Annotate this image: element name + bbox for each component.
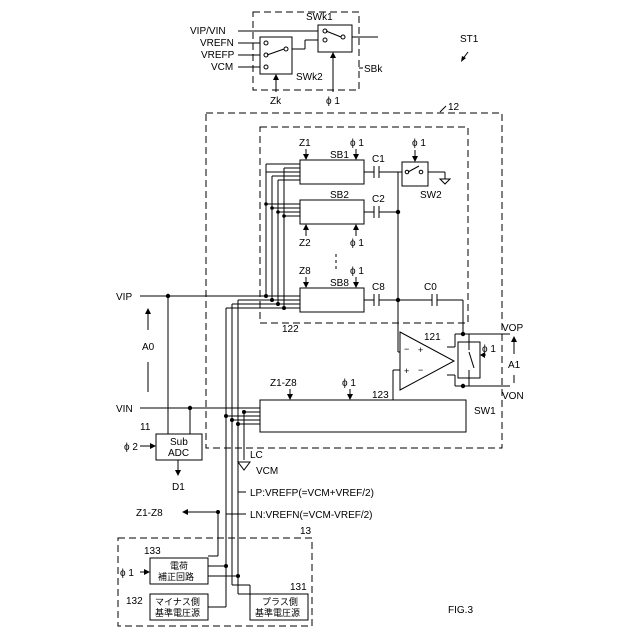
opamp-plus-top: + <box>418 345 423 355</box>
block13-label: 13 <box>300 526 312 537</box>
b132-line2: 基準電圧源 <box>155 607 200 618</box>
c2-label: C2 <box>372 194 385 205</box>
opamp-plus-left: + <box>404 366 409 376</box>
sb8-box <box>300 288 364 312</box>
st1-label: ST1 <box>460 34 479 45</box>
ln-label: LN:VREFN(=VCM-VREF/2) <box>250 510 373 521</box>
b131-line1: プラス側 <box>262 596 298 607</box>
sb2-phi-label: ϕ 1 <box>350 238 364 249</box>
z1-label: Z1 <box>299 138 311 149</box>
input-vcm-label: VCM <box>211 62 233 73</box>
sb8-phi-label: ϕ 1 <box>350 266 364 277</box>
b131-line2: 基準電圧源 <box>255 607 300 618</box>
z1z8-label-123: Z1-Z8 <box>270 378 297 389</box>
sw2-phi-label: ϕ 1 <box>412 138 426 149</box>
sbk-label: SBk <box>364 64 383 75</box>
block123-label: 123 <box>372 390 389 401</box>
figure-label: FIG.3 <box>448 605 473 616</box>
a0-label: A0 <box>142 342 155 353</box>
block12-label: 12 <box>448 102 460 113</box>
input-vrefn-label: VREFN <box>200 38 234 49</box>
sb1-label: SB1 <box>330 150 349 161</box>
z2-label: Z2 <box>299 238 311 249</box>
z-out-label: Z1-Z8 <box>136 508 163 519</box>
c8-label: C8 <box>372 282 385 293</box>
adc-num-label: 11 <box>140 422 151 433</box>
sub-adc-line1: Sub <box>170 437 188 448</box>
input-vipvin-label: VIP/VIN <box>190 26 226 37</box>
opamp-minus-left: − <box>404 344 409 354</box>
lp-label: LP:VREFP(=VCM+VREF/2) <box>250 488 374 499</box>
vin-label: VIN <box>116 404 133 415</box>
block123-box <box>260 400 466 432</box>
phi1-top-label: ϕ 1 <box>326 96 340 107</box>
swk2-label: SWk2 <box>296 72 323 83</box>
von-label: VON <box>502 391 524 402</box>
c0-label: C0 <box>424 282 437 293</box>
zk-label: Zk <box>270 96 282 107</box>
lc-label: LC <box>250 450 263 461</box>
sw1-phi-label: ϕ 1 <box>482 344 496 355</box>
b133-line1: 電荷 <box>170 561 188 571</box>
c1-label: C1 <box>372 154 385 165</box>
vop-label: VOP <box>502 323 523 334</box>
opamp-minus-top: − <box>418 365 423 375</box>
b133-line2: 補正回路 <box>158 571 194 582</box>
vcm-ground-symbol <box>238 462 250 470</box>
sw1-label: SW1 <box>474 406 496 417</box>
phi2-label: ϕ 2 <box>124 442 138 453</box>
sb2-label: SB2 <box>330 190 349 201</box>
block122-label: 122 <box>282 324 299 335</box>
b133-num: 133 <box>144 546 161 557</box>
a1-label: A1 <box>508 360 521 371</box>
vcm-label: VCM <box>256 466 278 477</box>
input-vrefp-label: VREFP <box>201 50 235 61</box>
z8-label: Z8 <box>299 266 311 277</box>
swk1-label: SWk1 <box>306 12 333 23</box>
sb8-label: SB8 <box>330 278 349 289</box>
b132-num: 132 <box>126 596 143 607</box>
sw2-label: SW2 <box>420 190 442 201</box>
phi1-123-label: ϕ 1 <box>342 378 356 389</box>
sub-adc-line2: ADC <box>168 448 189 459</box>
sb1-box <box>300 160 364 184</box>
sb2-box <box>300 200 364 224</box>
vip-label: VIP <box>116 292 132 303</box>
opamp-121-label: 121 <box>424 332 441 343</box>
b133-phi: ϕ 1 <box>120 568 134 579</box>
d1-label: D1 <box>172 482 185 493</box>
b132-line1: マイナス側 <box>155 596 200 607</box>
b131-num: 131 <box>290 582 307 593</box>
sb1-phi-label: ϕ 1 <box>350 138 364 149</box>
